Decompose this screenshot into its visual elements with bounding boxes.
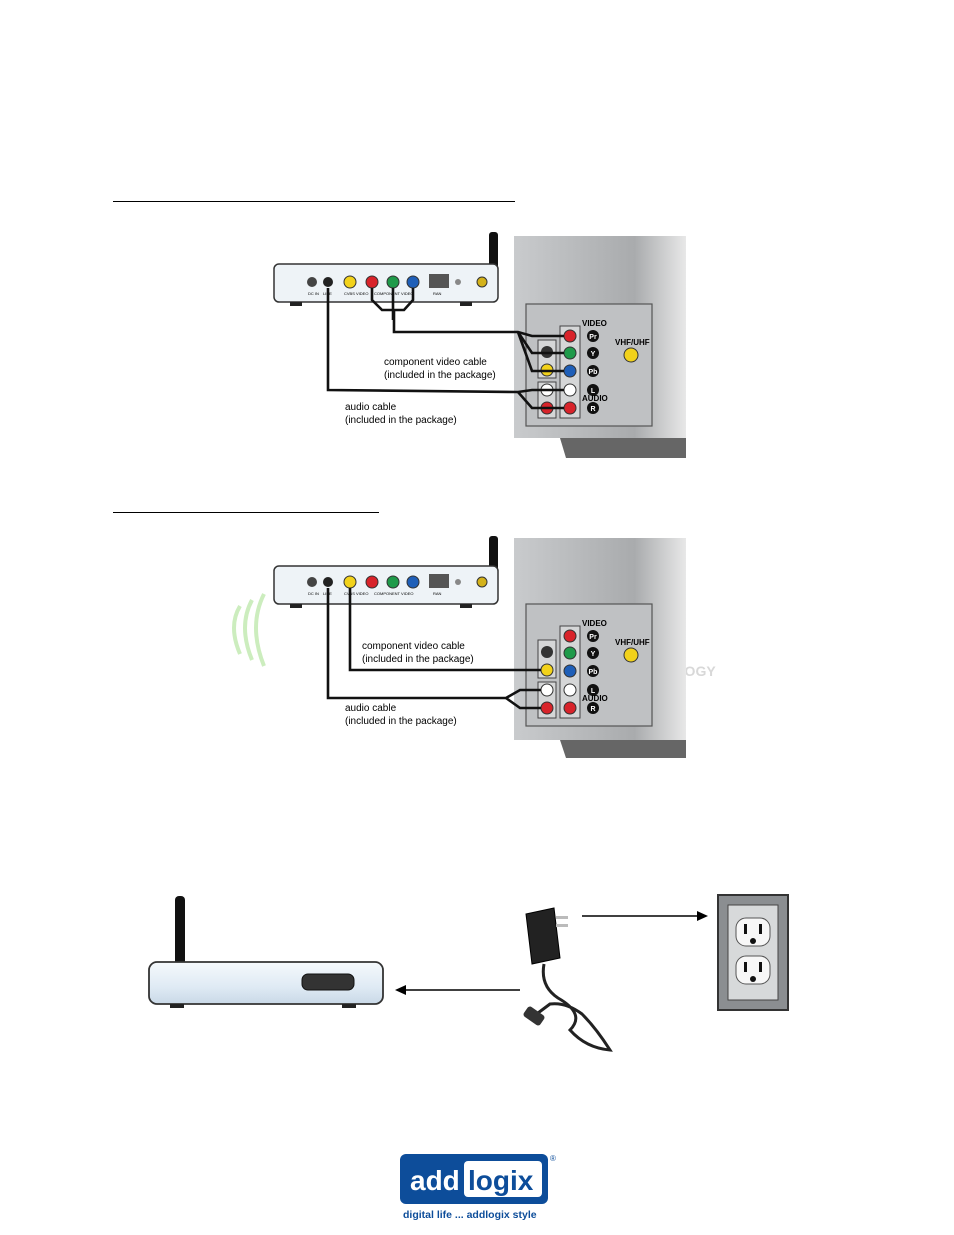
tv-label-y: Y xyxy=(591,351,596,358)
audio-cable-label-line2: (included in the package) xyxy=(345,716,457,727)
addlogix-logo: add logix ® digital life ... addlogix st… xyxy=(400,1154,556,1221)
logo-registered-mark: ® xyxy=(550,1154,556,1163)
logo-tagline: digital life ... addlogix style xyxy=(403,1209,537,1221)
tv-label-l: L xyxy=(591,688,596,695)
tv-audio-l-jack xyxy=(540,683,554,697)
tv-pb-jack xyxy=(563,364,577,378)
section-underline-2 xyxy=(113,512,379,513)
audio-cable-label-line2: (included in the package) xyxy=(345,415,457,426)
port-label-ran: RAN xyxy=(433,591,442,596)
tv-label-vhf: VHF/UHF xyxy=(615,638,650,647)
video-cable-label-line2: (included in the package) xyxy=(384,370,496,381)
tv-label-pb: Pb xyxy=(589,369,598,376)
receiver-box-front xyxy=(148,961,384,1005)
section-underline-1 xyxy=(113,201,515,202)
tv-label-audio: AUDIO xyxy=(582,694,608,703)
port-label-cvbs: CVBS VIDEO xyxy=(344,591,368,596)
front-display xyxy=(301,973,355,991)
video-cable-label-line1: component video cable xyxy=(384,357,487,368)
cvbs-jack xyxy=(343,275,357,289)
tv-label-audio: AUDIO xyxy=(582,394,608,403)
audio-cable-label-line1: audio cable xyxy=(345,703,397,714)
line-jack xyxy=(323,277,333,287)
receiver-box xyxy=(273,565,499,605)
ethernet-port xyxy=(429,574,449,588)
tv-r-jack xyxy=(563,401,577,415)
pr-jack xyxy=(365,275,379,289)
watermark-waves-icon xyxy=(232,593,266,667)
dc-in-jack xyxy=(307,277,317,287)
logo-word-add: add xyxy=(410,1165,460,1196)
tv-label-pr: Pr xyxy=(589,334,597,341)
video-cable-label-line2: (included in the package) xyxy=(362,654,474,665)
power-adapter-icon xyxy=(525,907,561,965)
composite-connection-diagram: LOGY DC IN LINE CVBS VIDEO COMPONENT VID… xyxy=(232,536,716,758)
ethernet-port xyxy=(429,274,449,288)
port-label-component: COMPONENT VIDEO xyxy=(374,591,414,596)
tv-y-jack xyxy=(563,346,577,360)
tv-label-r: R xyxy=(590,406,595,413)
port-label-dc: DC IN xyxy=(308,291,319,296)
audio-cable-label-line1: audio cable xyxy=(345,402,397,413)
tv-label-video: VIDEO xyxy=(582,319,607,328)
cvbs-jack xyxy=(343,575,357,589)
pb-jack xyxy=(406,275,420,289)
tv-audio-r-jack xyxy=(540,701,554,715)
tv-label-video: VIDEO xyxy=(582,619,607,628)
tv-label-r: R xyxy=(590,706,595,713)
component-connection-diagram: DC IN LINE CVBS VIDEO COMPONENT VIDEO RA… xyxy=(273,232,686,458)
tv-l-jack xyxy=(563,383,577,397)
tv-vhf-jack xyxy=(623,347,639,363)
antenna-icon xyxy=(175,896,185,968)
arrow-to-receiver-icon xyxy=(395,985,406,995)
tv-pr-jack xyxy=(563,329,577,343)
y-jack xyxy=(386,275,400,289)
tv-label-y: Y xyxy=(591,651,596,658)
tv-composite-jack xyxy=(540,663,554,677)
line-jack xyxy=(323,577,333,587)
tv-label-pr: Pr xyxy=(589,634,597,641)
tv-stand xyxy=(560,740,686,758)
tv-label-l: L xyxy=(591,388,596,395)
port-label-dc: DC IN xyxy=(308,591,319,596)
tv-label-pb: Pb xyxy=(589,669,598,676)
watermark-text: LOGY xyxy=(676,663,716,679)
video-cable-label-line1: component video cable xyxy=(362,641,465,652)
arrow-to-outlet-icon xyxy=(697,911,708,921)
power-connection-diagram xyxy=(148,894,789,1052)
tv-stand xyxy=(560,438,686,458)
port-label-cvbs: CVBS VIDEO xyxy=(344,291,368,296)
port-label-ran: RAN xyxy=(433,291,442,296)
receiver-box xyxy=(273,263,499,303)
tv-label-vhf: VHF/UHF xyxy=(615,338,650,347)
logo-word-logix: logix xyxy=(468,1165,534,1196)
tv-vhf-jack xyxy=(623,647,639,663)
